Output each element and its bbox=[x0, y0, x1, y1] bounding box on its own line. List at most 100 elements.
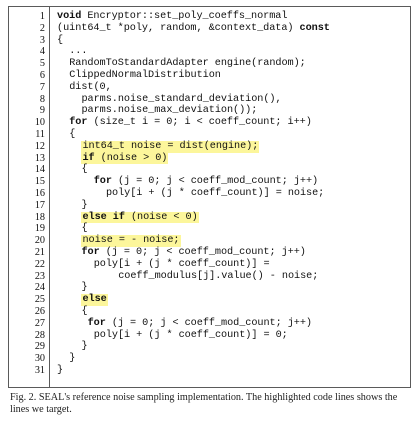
figure-caption: Fig. 2. SEAL's reference noise sampling … bbox=[10, 392, 398, 416]
line-number: 7 bbox=[39, 81, 45, 93]
code-segment: poly[i + (j * coeff_count)] = 0; bbox=[93, 329, 288, 341]
code-line: 14 { bbox=[9, 164, 410, 176]
line-number: 24 bbox=[34, 282, 45, 294]
code-line: 26 { bbox=[9, 306, 410, 318]
code-line: 17} bbox=[9, 200, 410, 212]
code-keyword: else bbox=[82, 294, 107, 306]
code-text: void Encryptor::set_poly_coeffs_normal bbox=[57, 11, 287, 23]
line-number: 29 bbox=[34, 341, 45, 353]
code-segment: (j = 0; j < coeff_mod_count; j++) bbox=[111, 176, 319, 188]
line-number: 8 bbox=[39, 93, 45, 105]
line-number: 4 bbox=[39, 46, 45, 58]
code-text: coeff_modulus[j].value() - noise; bbox=[118, 271, 318, 283]
code-text: ClippedNormalDistribution bbox=[69, 70, 221, 82]
code-segment: parms.noise_max_deviation()); bbox=[81, 105, 258, 117]
line-number: 13 bbox=[34, 152, 45, 164]
code-segment: (noise > 0) bbox=[94, 152, 168, 164]
code-text: for (j = 0; j < coeff_mod_count; j++) bbox=[94, 176, 318, 188]
code-keyword: void bbox=[57, 11, 82, 22]
code-text: parms.noise_max_deviation()); bbox=[81, 105, 257, 117]
code-text: { bbox=[81, 223, 87, 235]
line-number: 14 bbox=[34, 164, 45, 176]
line-number: 28 bbox=[34, 329, 45, 341]
code-line: 21 for (j = 0; j < coeff_mod_count; j++) bbox=[9, 247, 410, 259]
line-number: 31 bbox=[34, 364, 45, 376]
code-segment: } bbox=[81, 282, 88, 294]
code-segment: poly[i + (j * coeff_count)] = bbox=[93, 258, 270, 270]
line-number: 6 bbox=[39, 69, 45, 81]
code-line: 12 int64_t noise = dist(engine); bbox=[9, 140, 410, 153]
highlighted-code-text: noise = - noise; bbox=[81, 235, 181, 247]
code-line: 7 dist(0, bbox=[9, 82, 410, 94]
code-line: 31} bbox=[9, 365, 410, 377]
code-segment: ClippedNormalDistribution bbox=[69, 69, 221, 81]
highlighted-code-text: if (noise > 0) bbox=[81, 152, 169, 165]
code-text: } bbox=[81, 282, 87, 294]
code-line: 29} bbox=[9, 341, 410, 353]
line-number: 30 bbox=[34, 353, 45, 365]
code-line: 18 else if (noise < 0) bbox=[9, 211, 410, 224]
code-segment: (j = 0; j < coeff_mod_count; j++) bbox=[99, 246, 306, 258]
code-keyword: for bbox=[87, 317, 106, 329]
code-segment: RandomToStandardAdapter engine(random); bbox=[69, 58, 306, 70]
code-text: } bbox=[81, 200, 87, 212]
code-text: { bbox=[81, 306, 87, 318]
highlighted-code-text: else bbox=[81, 294, 108, 306]
line-number: 15 bbox=[34, 176, 45, 188]
code-keyword: if bbox=[82, 152, 95, 164]
code-text: poly[i + (j * coeff_count)] = 0; bbox=[94, 330, 288, 342]
code-segment: { bbox=[57, 34, 64, 46]
code-line: 11{ bbox=[9, 129, 410, 141]
code-segment: (j = 0; j < coeff_mod_count; j++) bbox=[105, 317, 312, 329]
line-number: 1 bbox=[39, 11, 45, 22]
code-text: poly[i + (j * coeff_count)] = noise; bbox=[106, 188, 324, 200]
code-line: 28 poly[i + (j * coeff_count)] = 0; bbox=[9, 330, 410, 342]
line-number: 25 bbox=[34, 294, 45, 306]
code-line: 3{ bbox=[9, 35, 410, 47]
code-keyword: for bbox=[93, 176, 112, 188]
line-number: 17 bbox=[34, 199, 45, 211]
line-number: 12 bbox=[34, 140, 45, 152]
highlighted-code-text: else if (noise < 0) bbox=[81, 211, 199, 224]
line-number: 26 bbox=[34, 305, 45, 317]
line-number-gutter-divider bbox=[49, 7, 50, 387]
code-text: parms.noise_standard_deviation(), bbox=[81, 94, 281, 106]
code-segment: int64_t noise = dist(engine); bbox=[82, 140, 259, 152]
code-text: ... bbox=[69, 46, 87, 58]
code-segment: (noise < 0) bbox=[124, 211, 198, 223]
code-text: for (j = 0; j < coeff_mod_count; j++) bbox=[81, 247, 305, 259]
code-line: 6 ClippedNormalDistribution bbox=[9, 70, 410, 82]
line-number: 27 bbox=[34, 317, 45, 329]
code-text: { bbox=[57, 35, 63, 47]
code-segment: poly[i + (j * coeff_count)] = noise; bbox=[105, 187, 325, 199]
line-number: 10 bbox=[34, 117, 45, 129]
code-segment: } bbox=[57, 364, 64, 376]
code-text: RandomToStandardAdapter engine(random); bbox=[69, 58, 306, 70]
code-segment: noise = - noise; bbox=[82, 235, 180, 247]
code-segment: } bbox=[69, 353, 76, 365]
code-text: } bbox=[69, 353, 75, 365]
code-segment: { bbox=[81, 164, 88, 176]
code-keyword: const bbox=[299, 22, 330, 34]
code-segment: { bbox=[81, 305, 88, 317]
code-segment: { bbox=[81, 223, 88, 235]
code-segment: parms.noise_standard_deviation(), bbox=[81, 93, 282, 105]
line-number: 3 bbox=[39, 34, 45, 46]
code-segment: (uint64_t *poly, random, &context_data) bbox=[57, 22, 300, 34]
code-line: 27 for (j = 0; j < coeff_mod_count; j++) bbox=[9, 318, 410, 330]
code-line: 2 (uint64_t *poly, random, &context_data)… bbox=[9, 23, 410, 35]
code-keyword: else if bbox=[82, 211, 125, 223]
code-text: } bbox=[81, 341, 87, 353]
code-text: dist(0, bbox=[69, 82, 112, 94]
line-number: 2 bbox=[39, 22, 45, 34]
code-text: { bbox=[69, 129, 75, 141]
line-number: 18 bbox=[34, 211, 45, 223]
line-number: 21 bbox=[34, 246, 45, 258]
